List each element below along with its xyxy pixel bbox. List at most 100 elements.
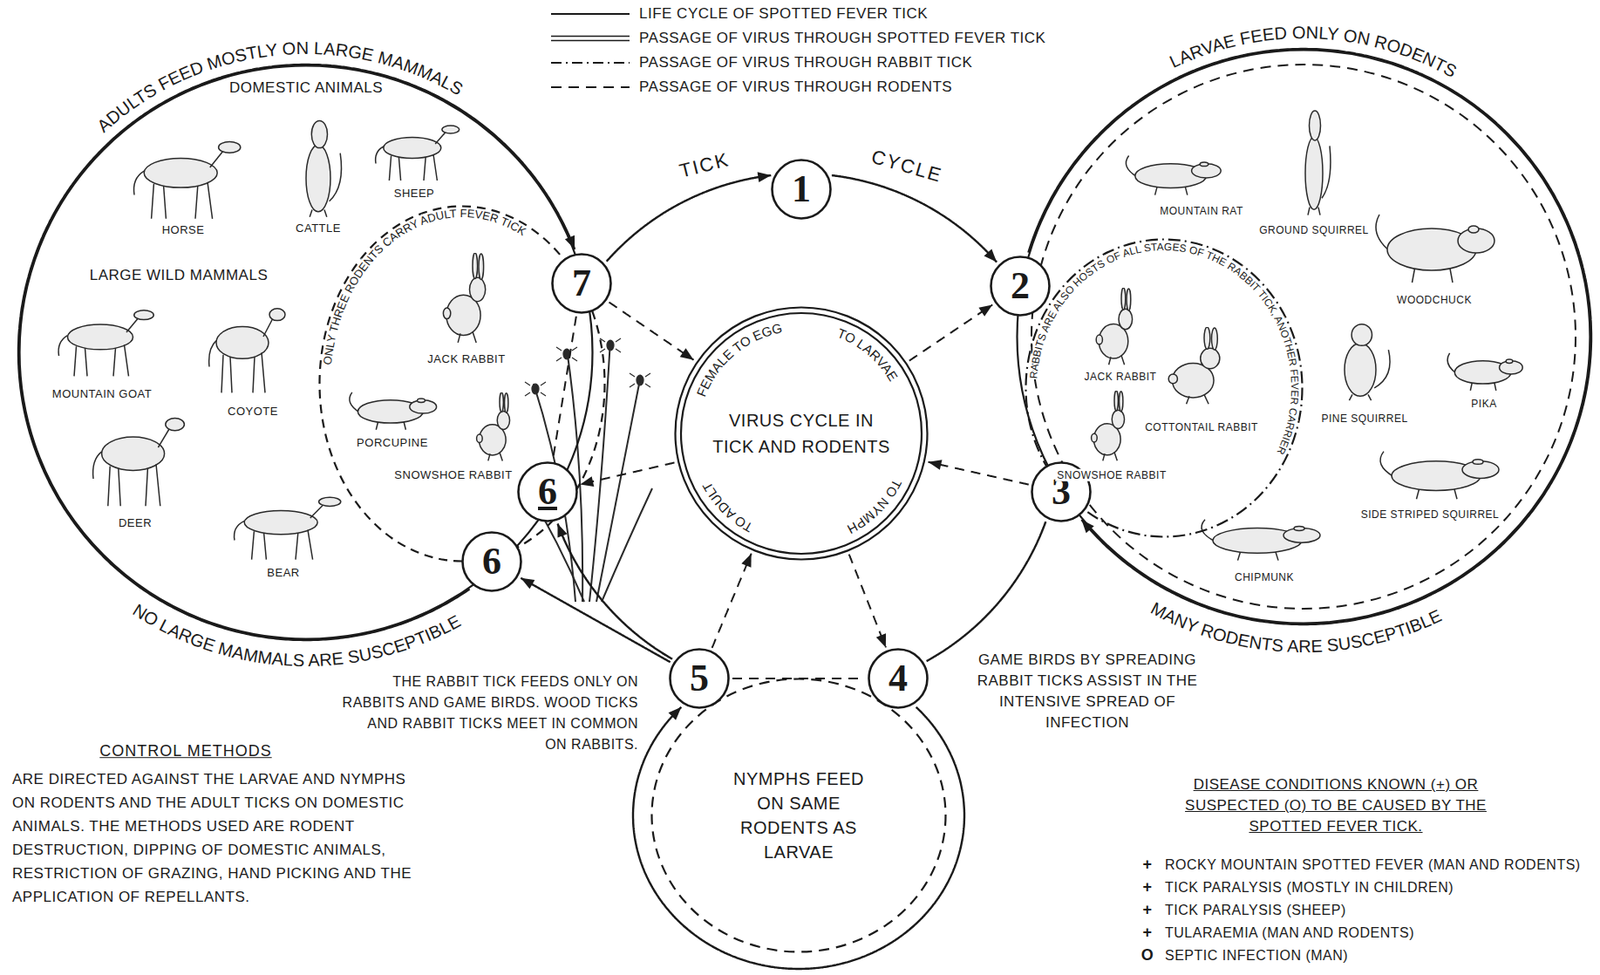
- grass-blade: [601, 488, 653, 602]
- connector-line: [552, 316, 577, 459]
- step-number-circle: 2: [989, 255, 1051, 317]
- text-label: PIKA: [1469, 397, 1498, 410]
- cattle-figure: [306, 120, 342, 217]
- note-text: SEPTIC INFECTION (MAN): [1163, 946, 1350, 965]
- rabbit-figure: [442, 252, 485, 343]
- legend-line: [551, 40, 630, 42]
- legend-line: [551, 13, 630, 15]
- squirrel-figure: [1380, 451, 1499, 500]
- woodchuck-figure: [1375, 214, 1495, 283]
- callout-number: 6: [461, 531, 523, 593]
- text-label: TICK: [675, 148, 735, 184]
- tick-cycle-arrow: [520, 578, 670, 662]
- callout-number: 6: [517, 461, 579, 523]
- text-label: JACK RABBIT: [1082, 370, 1159, 383]
- porcupine-figure: [349, 392, 437, 430]
- legend-text: PASSAGE OF VIRUS THROUGH RODENTS: [639, 78, 953, 96]
- legend-line-sample: [551, 33, 632, 44]
- tick-figure: [606, 340, 614, 351]
- circle-outline: [1017, 50, 1591, 624]
- rabbit-figure: [1091, 390, 1125, 461]
- connector-line: [633, 707, 965, 969]
- text-label: HORSE: [160, 223, 207, 238]
- double-circle-outer: [675, 307, 928, 560]
- bear-figure: [234, 497, 341, 559]
- node-text: DOMESTIC ANIMALS: [192, 78, 420, 98]
- nymph-circle-outline: [650, 677, 947, 954]
- text-label: CHIPMUNK: [1232, 571, 1296, 584]
- text-label: PINE SQUIRREL: [1319, 412, 1410, 425]
- connector-line: [849, 554, 886, 648]
- connector-line: [609, 302, 695, 361]
- text-label: GROUND SQUIRREL: [1257, 224, 1371, 237]
- callout-number: 1: [770, 158, 832, 220]
- circle-outline: [320, 206, 606, 562]
- step-number-circle: 6: [517, 461, 579, 523]
- callout-number: 4: [867, 647, 929, 709]
- legend-line: [551, 35, 630, 38]
- connector-line: [579, 462, 675, 485]
- note-text: ROCKY MOUNTAIN SPOTTED FEVER (MAN AND RO…: [1163, 856, 1583, 874]
- connector-line: [926, 521, 1047, 661]
- arrowhead: [757, 171, 772, 183]
- virus-passage-arrow: [552, 316, 577, 459]
- rabbit-figure: [1168, 326, 1220, 404]
- arrowhead: [520, 578, 535, 590]
- coyote-figure: [209, 308, 286, 394]
- legend-line: [551, 61, 630, 64]
- arc-label: FEMALE TO EGG: [693, 320, 783, 399]
- chipmunk-figure: [1201, 519, 1321, 561]
- node-text: LARGE WILD MAMMALS: [74, 265, 284, 286]
- arc-label: ONLY THREE RODENTS CARRY ADULT FEVER TIC…: [320, 206, 529, 366]
- arrowhead: [557, 523, 567, 538]
- goat-figure: [58, 310, 154, 377]
- arc-label: MANY RODENTS ARE SUSCEPTIBLE: [1147, 598, 1444, 656]
- legend-line-sample: [551, 8, 632, 20]
- connector-line: [520, 578, 670, 662]
- tick-figure: [636, 374, 644, 386]
- arrowhead: [876, 633, 886, 647]
- text-label: SNOWSHOE RABBIT: [392, 468, 514, 483]
- text-label: PORCUPINE: [354, 435, 430, 450]
- text-label: DEER: [116, 516, 154, 531]
- text-label: SHEEP: [392, 186, 437, 201]
- arrowhead: [741, 553, 751, 568]
- tick-legs: [556, 347, 578, 361]
- horse-figure: [134, 142, 241, 219]
- text-label: CATTLE: [293, 221, 343, 236]
- node-text: NYMPHS FEED ON SAME RODENTS AS LARVAE: [720, 766, 878, 865]
- text-label: COYOTE: [225, 404, 280, 419]
- virus-cycle-circle-outline: FEMALE TO EGGTO LARVAETO NYMPHTO ADULT: [674, 306, 929, 561]
- rabbit-figure: [1096, 287, 1132, 365]
- tick-cycle-arrow: [926, 521, 1047, 661]
- virus-passage-arrow: [712, 553, 752, 648]
- bullet-symbol: O: [1139, 946, 1157, 966]
- bullet-symbol: +: [1140, 923, 1154, 943]
- virus-passage-arrow: [909, 304, 993, 361]
- arrowhead: [984, 248, 998, 262]
- pika-figure: [1447, 353, 1523, 391]
- host-circle: LARVAE FEED ONLY ON RODENTSMANY RODENTS …: [1015, 48, 1592, 625]
- connector-line: [712, 553, 752, 648]
- virus-passage-arrow: [849, 554, 886, 648]
- virus-passage-arrow: [928, 459, 1029, 484]
- rabbit-figure: [476, 392, 511, 461]
- connector-line: [831, 175, 997, 263]
- note-text: ARE DIRECTED AGAINST THE LARVAE AND NYMP…: [10, 767, 424, 909]
- arc-label: TO NYMPH: [844, 476, 906, 538]
- step-number-circle: 1: [770, 158, 832, 220]
- deer-figure: [93, 417, 185, 506]
- step-number-circle: 4: [867, 647, 929, 709]
- note-text: TICK PARALYSIS (MOSTLY IN CHILDREN): [1163, 878, 1456, 897]
- squirrel-figure: [1305, 110, 1331, 216]
- bullet-symbol: +: [1140, 900, 1154, 920]
- text-label: SIDE STRIPED SQUIRREL: [1359, 508, 1502, 521]
- circle-outline: [1026, 239, 1303, 538]
- connector-line: [606, 175, 772, 262]
- tick-legs: [599, 338, 621, 353]
- text-label: MOUNTAIN RAT: [1157, 204, 1246, 218]
- arc-label: TO ADULT: [699, 479, 756, 536]
- double-circle-inner: [680, 313, 922, 554]
